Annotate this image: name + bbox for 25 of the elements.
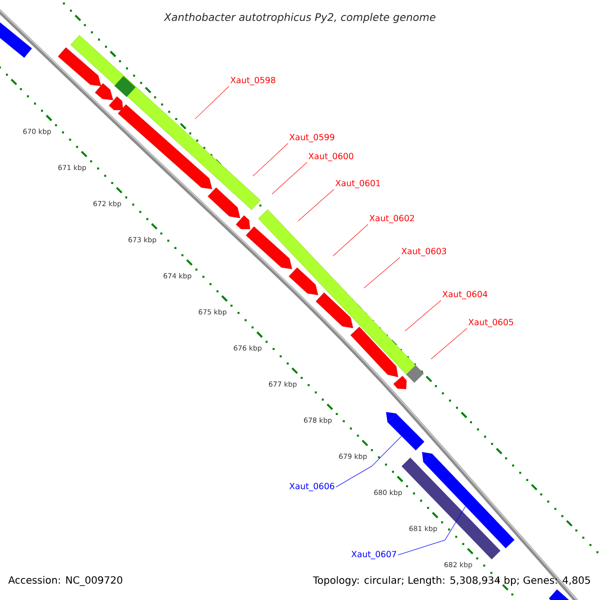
gene-label: Xaut_0598: [230, 76, 276, 86]
leader-line: [398, 506, 466, 556]
leader-line: [194, 86, 230, 120]
gene-arrow: [422, 452, 514, 548]
title: Xanthobacter autotrophicus Py2, complete genome: [164, 12, 436, 24]
leader-line: [430, 328, 468, 360]
gene-label: Xaut_0601: [335, 180, 380, 188]
gene-arrow: [386, 412, 424, 450]
leader-line: [404, 300, 442, 332]
gene-label: Xaut_0607: [351, 550, 396, 560]
leader-line: [252, 143, 288, 176]
leader-line: [298, 189, 334, 222]
leader-line: [336, 436, 402, 488]
gene-label: Xaut_0605: [468, 318, 514, 328]
gene-label: Xaut_0604: [442, 290, 488, 300]
summary-text: Topology: circular; Length: 5,308,934 bp; Genes: 4,805: [312, 576, 590, 586]
gene-label: Xaut_0603: [401, 248, 446, 256]
gene-label: Xaut_0599: [289, 134, 334, 142]
leader-line: [364, 257, 400, 288]
gene-label: Xaut_0606: [289, 482, 334, 492]
leader-line: [332, 224, 368, 256]
gene-label: Xaut_0602: [369, 214, 414, 224]
gene-label: Xaut_0600: [308, 152, 354, 162]
leader-line: [272, 162, 308, 194]
accession-text: Accession: NC_009720: [8, 576, 122, 586]
